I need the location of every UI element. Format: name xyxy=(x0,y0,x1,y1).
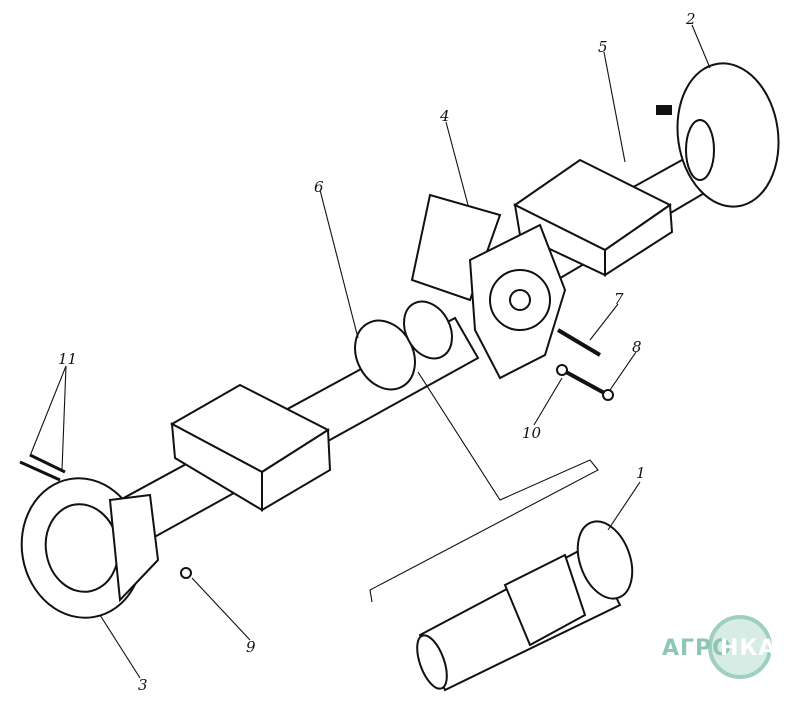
callout-5: 5 xyxy=(598,38,608,56)
logo-circle xyxy=(710,617,770,677)
callout-10: 10 xyxy=(522,424,542,442)
plug-9 xyxy=(180,567,192,579)
logo-text-left: АГРО xyxy=(662,636,732,661)
logo-ring xyxy=(708,615,772,679)
agronka-logo: АГРО НКА xyxy=(662,612,780,682)
coupling-sleeve xyxy=(354,300,453,391)
shaft-assembly-detail xyxy=(416,520,634,692)
bolt-7 xyxy=(556,328,602,357)
right-support-bracket xyxy=(513,158,674,277)
assembly-line xyxy=(369,371,599,603)
leader-lines xyxy=(29,24,711,679)
callout-3: 3 xyxy=(138,676,148,694)
right-wheel-hub xyxy=(656,62,780,208)
left-wheel-flange xyxy=(20,477,160,619)
differential-housing xyxy=(410,193,567,380)
callout-8: 8 xyxy=(632,338,642,356)
callout-4: 4 xyxy=(439,107,450,125)
callout-11: 11 xyxy=(58,350,77,368)
logo-text-right: НКА xyxy=(720,636,776,661)
left-support-bracket xyxy=(169,383,332,512)
pins-11 xyxy=(19,453,66,482)
bolt-8 xyxy=(565,370,614,401)
callout-1: 1 xyxy=(636,464,646,482)
washer-10 xyxy=(556,364,568,376)
callout-6: 6 xyxy=(314,178,324,196)
callout-2: 2 xyxy=(685,10,696,28)
callout-7: 7 xyxy=(614,290,624,308)
callout-9: 9 xyxy=(246,638,256,656)
